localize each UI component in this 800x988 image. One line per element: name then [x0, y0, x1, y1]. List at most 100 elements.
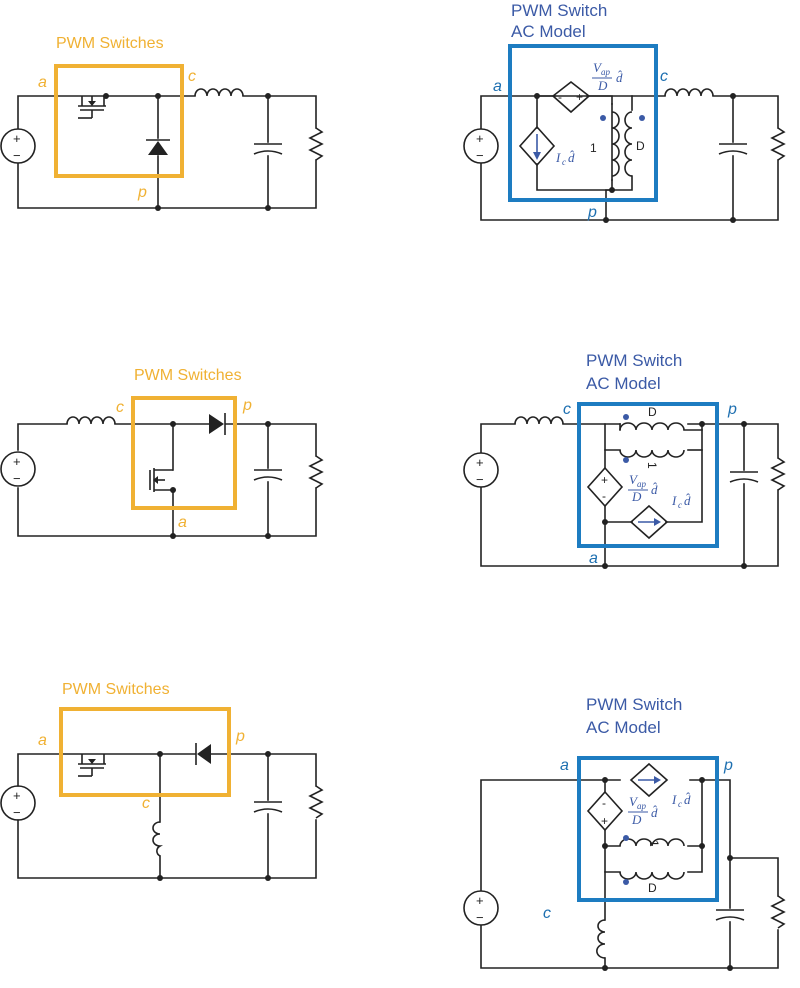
svg-text:d̂: d̂: [651, 805, 658, 820]
model-title-line2: AC Model: [586, 718, 661, 737]
svg-text:V: V: [593, 60, 603, 75]
svg-text:I: I: [671, 493, 677, 508]
voltage-source: [463, 890, 499, 926]
terminal-c: c: [116, 399, 124, 416]
buckboost-ac-model-circuit: + − - + 1 D V ap D d̂ I c: [463, 695, 786, 971]
svg-text:-: -: [558, 90, 562, 104]
dependent-voltage-source: - +: [551, 80, 591, 114]
capacitor-icon: [718, 143, 748, 155]
svg-text:+: +: [476, 893, 484, 908]
capacitor-icon: [253, 469, 283, 481]
dependent-voltage-source: - +: [586, 790, 624, 832]
dependent-current-source: [629, 762, 669, 798]
svg-text:ap: ap: [601, 67, 611, 77]
svg-text:-: -: [602, 796, 606, 810]
pwm-switch-box: [54, 64, 184, 178]
svg-text:+: +: [476, 455, 484, 470]
pwm-switch-box: [59, 707, 231, 797]
svg-text:D: D: [597, 78, 608, 93]
terminal-p: p: [137, 184, 147, 201]
svg-text:ap: ap: [637, 801, 647, 811]
svg-text:d̂: d̂: [651, 482, 658, 497]
svg-text:−: −: [476, 472, 484, 487]
mosfet-icon: [78, 754, 106, 777]
capacitor-icon: [715, 909, 745, 921]
switch-title: PWM Switches: [62, 681, 170, 698]
svg-text:D: D: [648, 405, 657, 419]
svg-text:+: +: [13, 131, 21, 146]
svg-text:+: +: [13, 454, 21, 469]
model-title-line2: AC Model: [511, 22, 586, 41]
terminal-a: a: [589, 550, 598, 567]
buck-switch-circuit: + −: [0, 35, 324, 211]
diode-icon: [209, 413, 226, 435]
svg-text:d̂: d̂: [684, 493, 691, 508]
svg-text:D: D: [631, 489, 642, 504]
current-source-label: I c d̂: [555, 150, 575, 167]
svg-text:+: +: [476, 131, 484, 146]
terminal-c: c: [543, 905, 551, 922]
terminal-a: a: [38, 732, 47, 749]
diode-icon: [195, 743, 211, 765]
svg-text:c: c: [678, 799, 682, 809]
terminal-c: c: [142, 795, 150, 812]
inductor-icon: [514, 416, 564, 425]
resistor-icon: [308, 455, 324, 489]
buckboost-switch-circuit: + − PWM Switches a p c: [0, 681, 324, 881]
inductor-icon: [194, 88, 244, 97]
switch-title: PWM Switches: [134, 367, 242, 384]
dependent-current-source: [518, 125, 556, 167]
voltage-source: [0, 451, 36, 487]
svg-text:c: c: [562, 157, 566, 167]
buck-ac-model-circuit: + − - + 1 D V ap: [463, 1, 786, 223]
resistor-icon: [308, 785, 324, 819]
svg-text:D: D: [636, 139, 645, 153]
resistor-icon: [770, 895, 786, 929]
terminal-a: a: [560, 757, 569, 774]
capacitor-icon: [253, 143, 283, 155]
capacitor-icon: [253, 801, 283, 813]
terminal-p: p: [242, 397, 252, 414]
dependent-current-source: [629, 504, 669, 540]
ac-model-box: [508, 44, 658, 202]
svg-text:1: 1: [590, 141, 597, 155]
svg-text:d̂: d̂: [568, 150, 575, 165]
svg-text:−: −: [13, 148, 21, 163]
inductor-icon: [596, 919, 606, 959]
terminal-p: p: [235, 728, 245, 745]
terminal-c: c: [660, 68, 668, 85]
voltage-source: [463, 128, 499, 164]
terminal-p: p: [723, 757, 733, 774]
svg-text:1: 1: [647, 840, 661, 847]
inductor-icon: [664, 88, 714, 97]
mosfet-icon: [149, 468, 173, 492]
model-title-line2: AC Model: [586, 374, 661, 393]
terminal-a: a: [493, 78, 502, 95]
control-source-label: V ap D d̂: [592, 60, 623, 93]
transformer-icon: 1 D: [619, 835, 685, 895]
terminal-c: c: [563, 401, 571, 418]
model-title-line1: PWM Switch: [511, 1, 607, 20]
svg-text:+: +: [601, 473, 608, 487]
svg-text:I: I: [671, 792, 677, 807]
svg-text:−: −: [13, 471, 21, 486]
svg-text:+: +: [13, 788, 21, 803]
voltage-source: [463, 452, 499, 488]
capacitor-icon: [729, 471, 759, 483]
svg-text:−: −: [13, 805, 21, 820]
model-title-line1: PWM Switch: [586, 695, 682, 714]
svg-text:V: V: [629, 794, 639, 809]
terminal-c: c: [188, 68, 196, 85]
voltage-source: [0, 785, 36, 821]
current-source-label: I c d̂: [671, 493, 691, 510]
model-title-line1: PWM Switch: [586, 351, 682, 370]
svg-text:I: I: [555, 150, 561, 165]
svg-text:d̂: d̂: [684, 792, 691, 807]
dependent-voltage-source: + -: [586, 466, 624, 508]
svg-text:1: 1: [645, 462, 659, 469]
svg-text:d̂: d̂: [616, 70, 623, 85]
resistor-icon: [770, 457, 786, 491]
resistor-icon: [308, 127, 324, 161]
svg-text:−: −: [476, 148, 484, 163]
ac-model-box: [577, 402, 719, 548]
